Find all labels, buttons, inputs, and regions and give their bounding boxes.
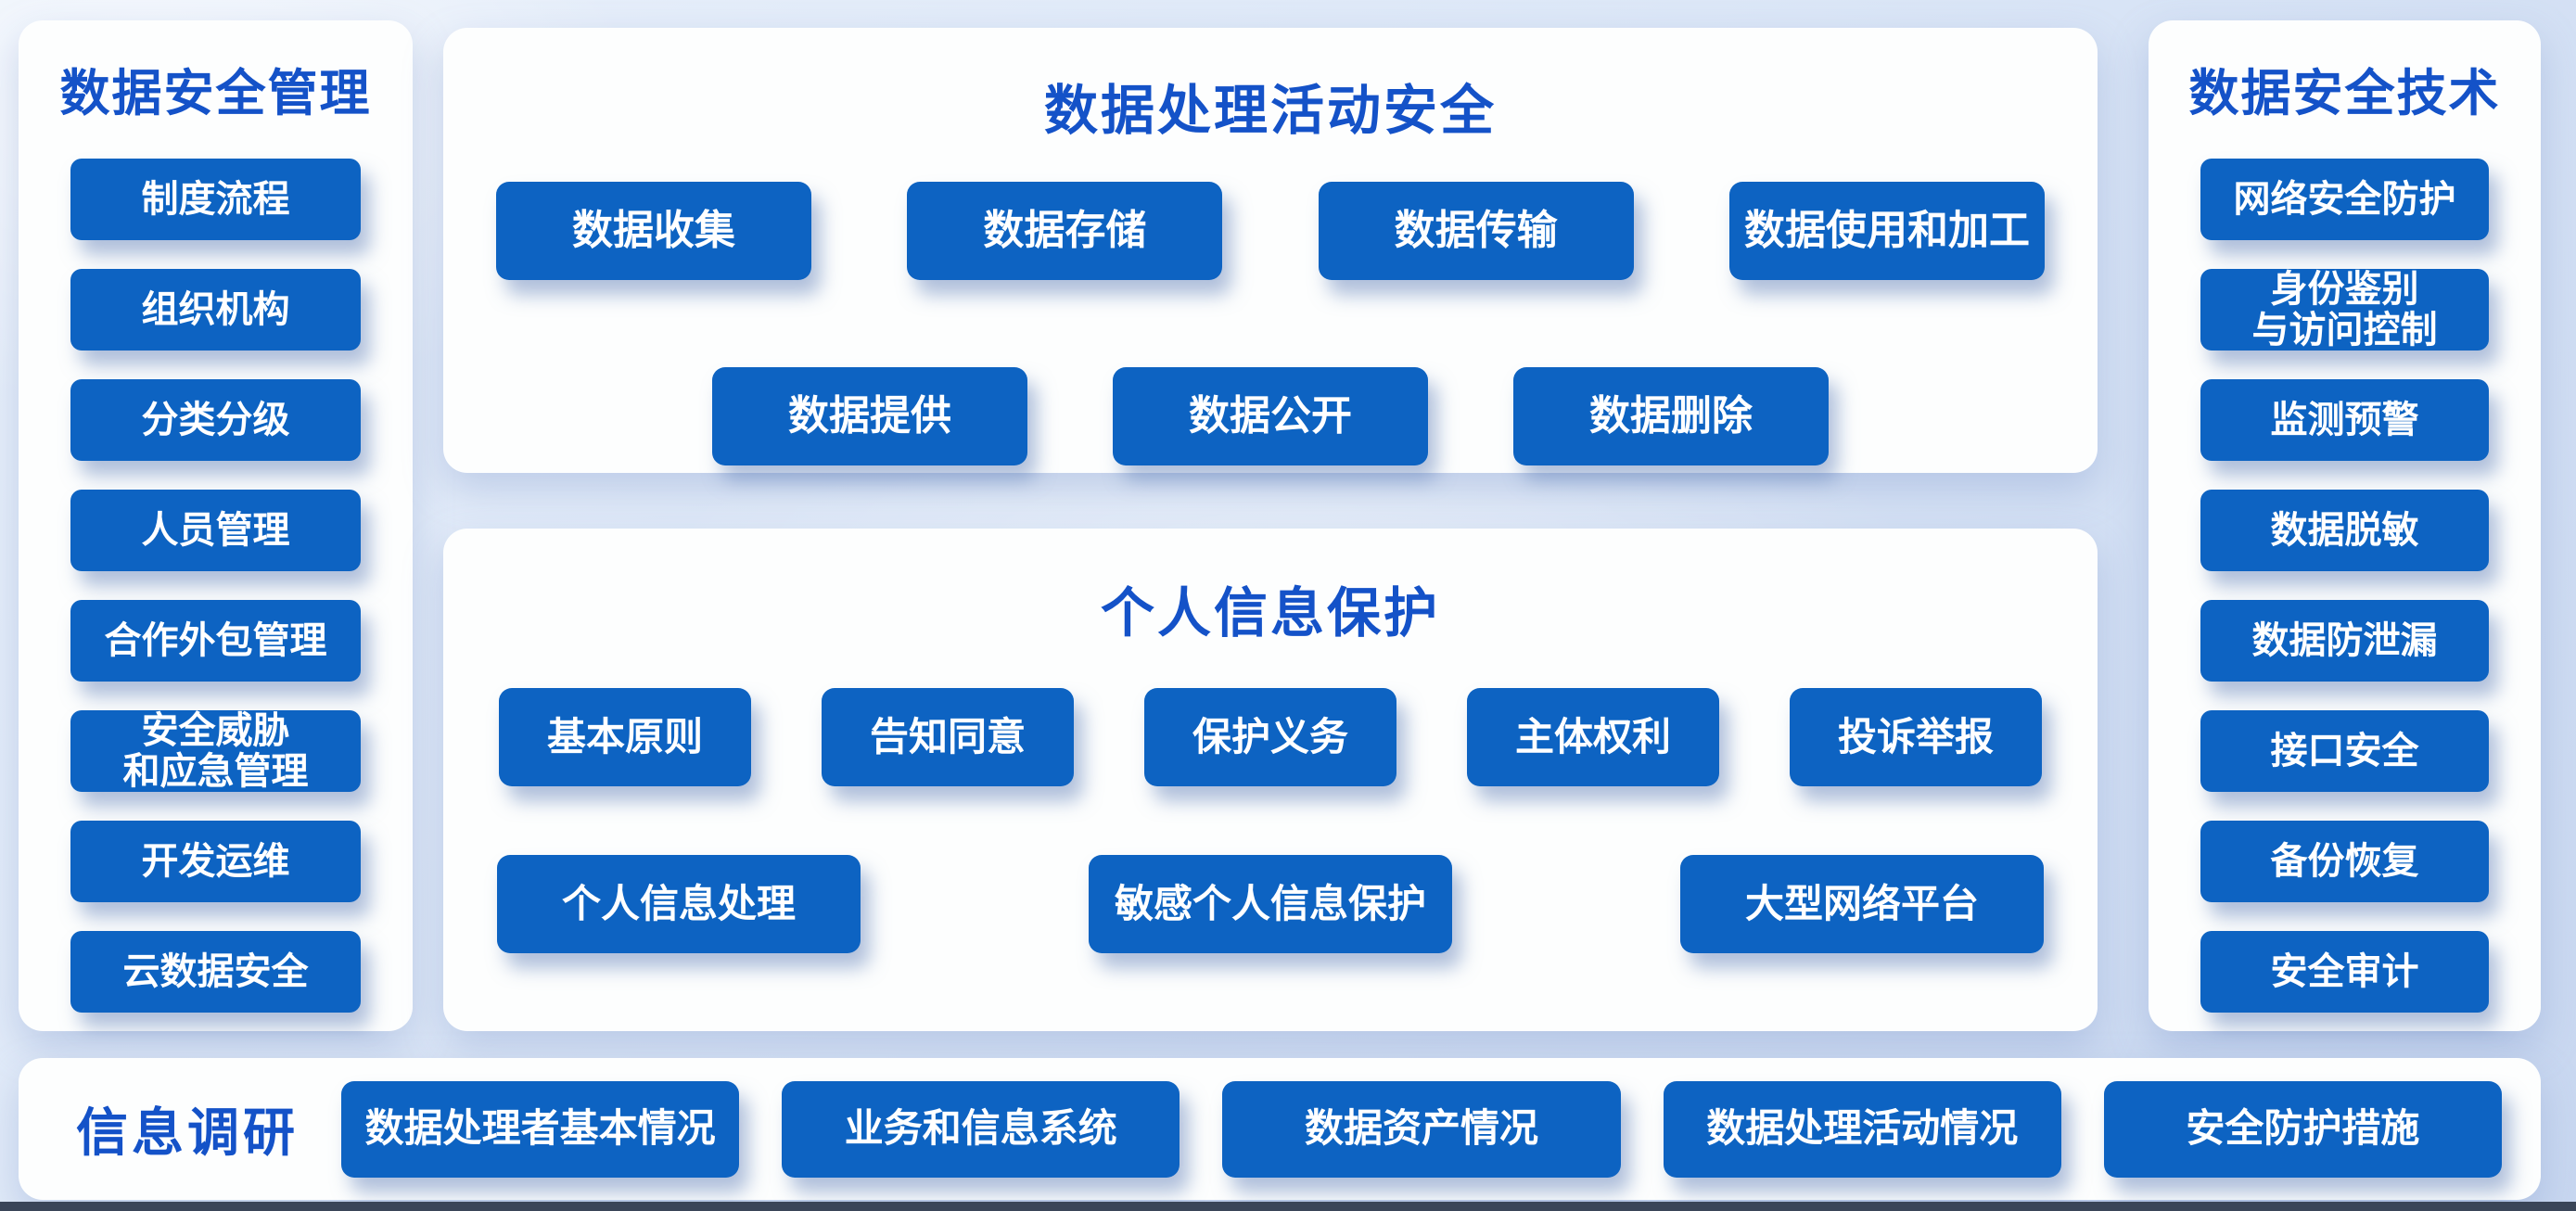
personal-info-button[interactable]: 投诉举报	[1790, 688, 2042, 786]
personal-info-row-2: 个人信息处理 敏感个人信息保护 大型网络平台	[443, 855, 2098, 953]
survey-bar-items: 数据处理者基本情况业务和信息系统数据资产情况数据处理活动情况安全防护措施	[341, 1080, 2503, 1178]
management-item-button[interactable]: 开发运维	[70, 821, 361, 902]
technology-panel-items: 网络安全防护身份鉴别 与访问控制监测预警数据脱敏数据防泄漏接口安全备份恢复安全审…	[2149, 159, 2541, 1013]
technology-panel: 数据安全技术 网络安全防护身份鉴别 与访问控制监测预警数据脱敏数据防泄漏接口安全…	[2149, 20, 2541, 1031]
processing-activity-button[interactable]: 数据使用和加工	[1728, 182, 2045, 280]
processing-activity-title: 数据处理活动安全	[1043, 81, 1497, 141]
personal-info-button[interactable]: 保护义务	[1144, 688, 1396, 786]
technology-item-button[interactable]: 数据防泄漏	[2200, 600, 2489, 682]
processing-activity-button[interactable]: 数据存储	[907, 182, 1223, 280]
technology-item-button[interactable]: 网络安全防护	[2200, 159, 2489, 240]
technology-item-button[interactable]: 安全审计	[2200, 931, 2489, 1013]
management-panel: 数据安全管理 制度流程组织机构分类分级人员管理合作外包管理安全威胁 和应急管理开…	[19, 20, 413, 1031]
survey-item-button[interactable]: 数据处理者基本情况	[341, 1080, 740, 1178]
management-item-button[interactable]: 合作外包管理	[70, 600, 361, 682]
processing-activity-button[interactable]: 数据删除	[1513, 367, 1829, 465]
bottom-edge-strip	[0, 1202, 2576, 1211]
processing-activity-row-1: 数据收集数据存储数据传输数据使用和加工	[496, 182, 2045, 280]
survey-item-button[interactable]: 安全防护措施	[2103, 1080, 2503, 1178]
personal-info-button[interactable]: 主体权利	[1467, 688, 1719, 786]
technology-panel-title: 数据安全技术	[2188, 66, 2501, 121]
survey-item-button[interactable]: 数据资产情况	[1222, 1080, 1621, 1178]
personal-info-button[interactable]: 告知同意	[822, 688, 1074, 786]
personal-info-button[interactable]: 大型网络平台	[1680, 855, 2044, 953]
management-item-button[interactable]: 制度流程	[70, 159, 361, 240]
technology-item-button[interactable]: 数据脱敏	[2200, 490, 2489, 571]
personal-info-button[interactable]: 敏感个人信息保护	[1089, 855, 1452, 953]
technology-item-button[interactable]: 备份恢复	[2200, 821, 2489, 902]
technology-item-button[interactable]: 监测预警	[2200, 379, 2489, 461]
processing-activity-panel: 数据处理活动安全 数据收集数据存储数据传输数据使用和加工 数据提供数据公开数据删…	[443, 28, 2098, 473]
processing-activity-button[interactable]: 数据收集	[496, 182, 811, 280]
personal-info-row-1: 基本原则告知同意保护义务主体权利投诉举报	[499, 688, 2042, 786]
technology-item-button[interactable]: 身份鉴别 与访问控制	[2200, 269, 2489, 351]
personal-info-panel: 个人信息保护 基本原则告知同意保护义务主体权利投诉举报 个人信息处理 敏感个人信息…	[443, 529, 2098, 1031]
management-item-button[interactable]: 组织机构	[70, 269, 361, 351]
survey-item-button[interactable]: 数据处理活动情况	[1663, 1080, 2061, 1178]
management-item-button[interactable]: 分类分级	[70, 379, 361, 461]
management-item-button[interactable]: 安全威胁 和应急管理	[70, 710, 361, 792]
personal-info-button[interactable]: 个人信息处理	[497, 855, 861, 953]
management-panel-items: 制度流程组织机构分类分级人员管理合作外包管理安全威胁 和应急管理开发运维云数据安…	[19, 159, 413, 1013]
processing-activity-button[interactable]: 数据传输	[1318, 182, 1634, 280]
processing-activity-button[interactable]: 数据公开	[1113, 367, 1428, 465]
personal-info-title: 个人信息保护	[1100, 583, 1440, 644]
processing-activity-button[interactable]: 数据提供	[712, 367, 1027, 465]
management-item-button[interactable]: 云数据安全	[70, 931, 361, 1013]
technology-item-button[interactable]: 接口安全	[2200, 710, 2489, 792]
survey-item-button[interactable]: 业务和信息系统	[782, 1080, 1180, 1178]
processing-activity-row-2: 数据提供数据公开数据删除	[443, 367, 2098, 465]
personal-info-button[interactable]: 基本原则	[499, 688, 751, 786]
management-item-button[interactable]: 人员管理	[70, 490, 361, 571]
survey-bar-label: 信息调研	[76, 1103, 299, 1162]
management-panel-title: 数据安全管理	[59, 66, 372, 121]
survey-bar: 信息调研 数据处理者基本情况业务和信息系统数据资产情况数据处理活动情况安全防护措…	[19, 1058, 2541, 1200]
